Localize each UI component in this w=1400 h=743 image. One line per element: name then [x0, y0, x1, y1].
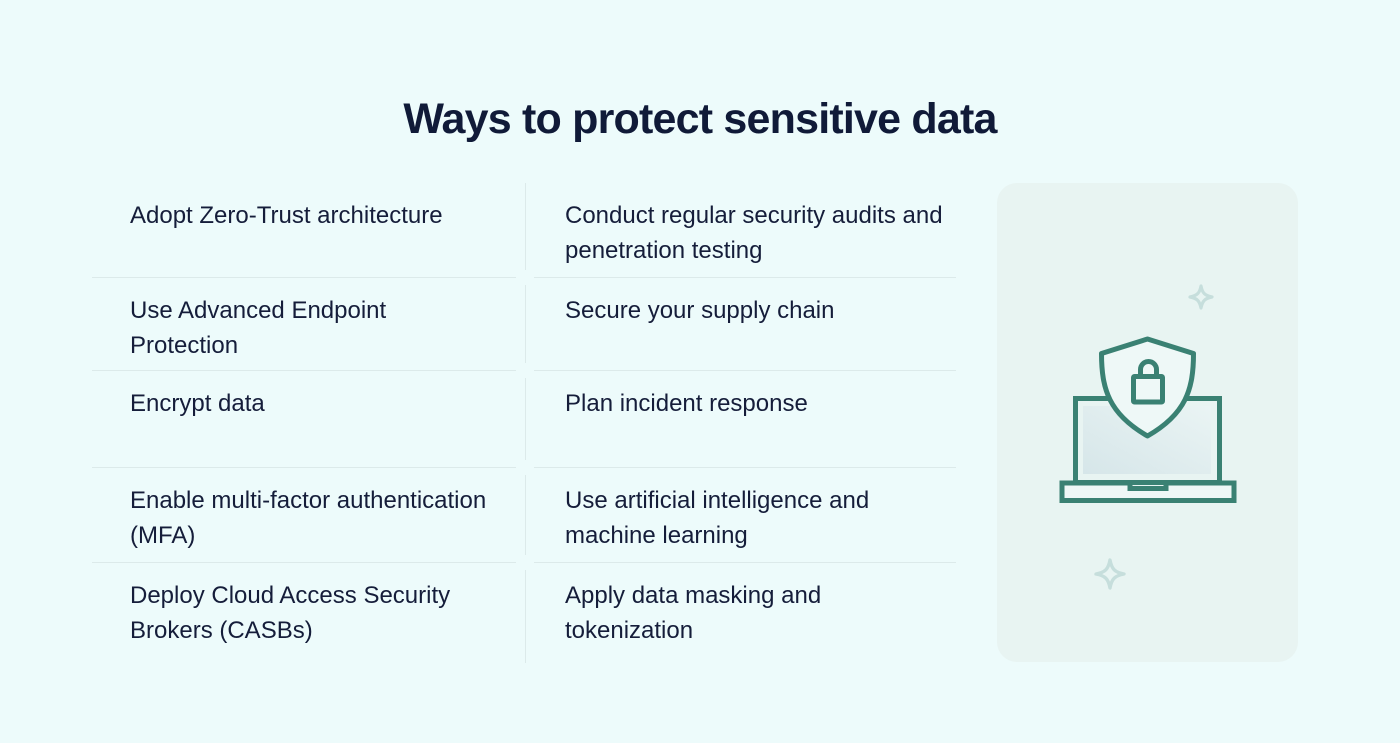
- list-item-ai-ml: Use artificial intelligence and machine …: [565, 487, 870, 549]
- list-item-data-masking: Apply data masking and tokenization: [565, 582, 822, 644]
- list-item-zero-trust: Adopt Zero-Trust architecture: [130, 202, 443, 229]
- security-illustration: [1059, 284, 1237, 590]
- illustration-card: [997, 183, 1298, 662]
- table-row: Adopt Zero-Trust architecture Conduct re…: [92, 183, 956, 278]
- list-item-incident-response: Plan incident response: [565, 390, 808, 417]
- list-item-casb: Deploy Cloud Access Security Brokers (CA…: [130, 582, 451, 644]
- list-item-supply-chain: Secure your supply chain: [565, 297, 835, 324]
- list-item-security-audits: Conduct regular security audits and pene…: [565, 202, 943, 264]
- list-item-mfa: Enable multi-factor authentication (MFA): [130, 487, 487, 549]
- list-item-endpoint-protection: Use Advanced Endpoint Protection: [130, 297, 387, 359]
- row-divider: [92, 370, 516, 371]
- shield-lock-icon: [1099, 336, 1196, 439]
- vertical-divider: [525, 570, 526, 663]
- page-title: Ways to protect sensitive data: [403, 94, 997, 143]
- table-row: Enable multi-factor authentication (MFA)…: [92, 468, 956, 563]
- tips-grid: Adopt Zero-Trust architecture Conduct re…: [92, 183, 956, 663]
- vertical-divider: [525, 475, 526, 555]
- row-divider: [92, 467, 516, 468]
- table-row: Deploy Cloud Access Security Brokers (CA…: [92, 563, 956, 663]
- row-divider: [92, 277, 516, 278]
- sparkle-icon: [1094, 558, 1126, 590]
- table-row: Encrypt data Plan incident response: [92, 371, 956, 468]
- table-row: Use Advanced Endpoint Protection Secure …: [92, 278, 956, 371]
- row-divider: [534, 467, 956, 468]
- row-divider: [534, 277, 956, 278]
- row-divider: [534, 370, 956, 371]
- list-item-encrypt-data: Encrypt data: [130, 390, 265, 417]
- vertical-divider: [525, 378, 526, 460]
- vertical-divider: [525, 285, 526, 363]
- row-divider: [92, 562, 516, 563]
- row-divider: [534, 562, 956, 563]
- vertical-divider: [525, 183, 526, 270]
- sparkle-icon: [1188, 284, 1214, 310]
